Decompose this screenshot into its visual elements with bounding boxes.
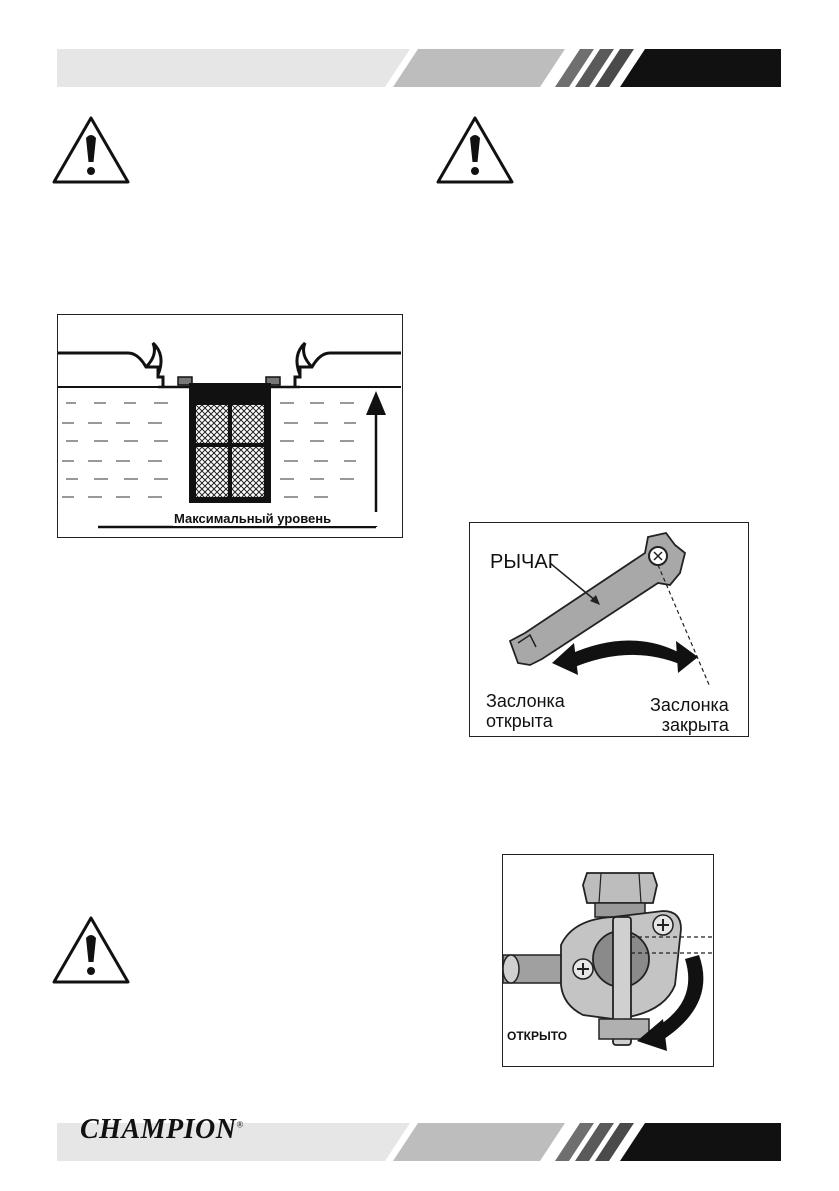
warning-triangle-icon	[436, 116, 514, 184]
footer-band	[57, 1123, 781, 1161]
fuel-valve-figure: ОТКРЫТО	[502, 854, 714, 1067]
choke-open-label-line2: открыта	[486, 711, 553, 731]
brand-name: CHAMPION	[80, 1114, 237, 1145]
lever-label: РЫЧАГ	[490, 551, 559, 573]
choke-closed-label-line2: закрыта	[661, 715, 729, 735]
choke-closed-label: Заслонка закрыта	[650, 695, 729, 735]
brand-mark: ®	[236, 1119, 244, 1130]
choke-open-label: Заслонка открыта	[486, 691, 565, 731]
max-level-label: Максимальный уровень	[174, 511, 332, 526]
warning-triangle-icon	[52, 116, 130, 184]
choke-lever-figure: РЫЧАГ Заслонка открыта Заслонка закрыта	[469, 522, 749, 737]
header-band	[57, 49, 781, 87]
choke-open-label-line1: Заслонка	[486, 691, 565, 711]
champion-logo: CHAMPION®	[80, 1114, 244, 1146]
valve-open-label: ОТКРЫТО	[507, 1029, 568, 1043]
fuel-tank-figure: Максимальный уровень	[57, 314, 403, 538]
warning-triangle-icon	[52, 916, 130, 984]
choke-closed-label-line1: Заслонка	[650, 695, 729, 715]
